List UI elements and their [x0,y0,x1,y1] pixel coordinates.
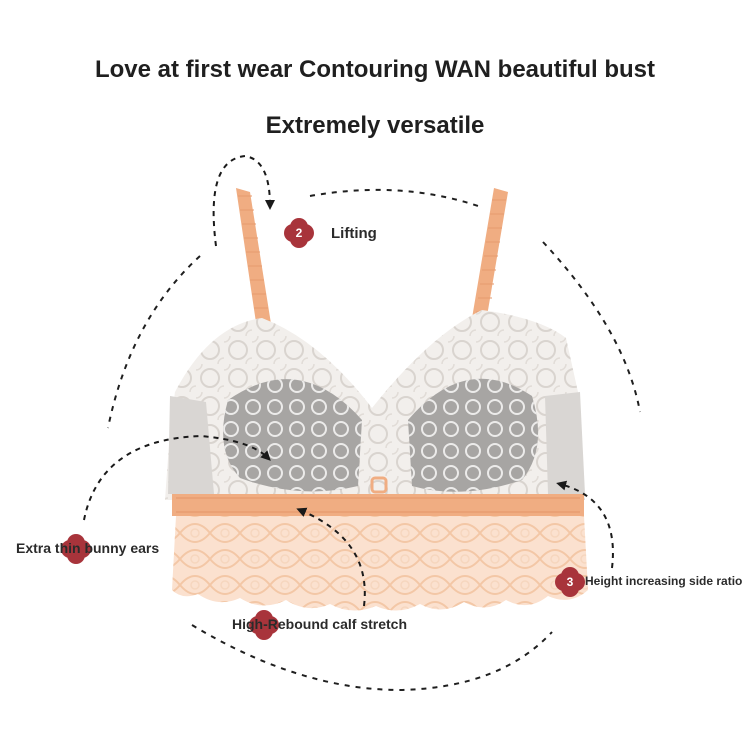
elastic-band [172,494,584,516]
guide-arc-bottom [191,624,553,692]
guide-arc-top [309,188,479,207]
center-clasp [370,476,388,494]
guide-arc-right [542,241,641,413]
badge-number-lifting: 2 [295,226,303,240]
badge-rebound [249,610,279,640]
badge-side-ratio [555,567,585,597]
feature-label-rebound: High-Rebound calf stretch [232,616,408,632]
badge-lifting [284,218,314,248]
straps [236,188,508,336]
subheadline: Extremely versatile [265,112,485,139]
arrow-lifting [212,154,275,247]
guide-arc-left [107,255,201,429]
arrow-side-ratio [556,480,614,569]
feature-label-side-ratio: Height increasing side ratio [585,574,743,588]
badge-number-side-ratio: 3 [566,575,574,589]
feature-label-lifting: Lifting [331,225,377,242]
headline: Love at first wear Contouring WAN beauti… [94,56,655,83]
side-panel-right [545,392,585,494]
arrow-rebound [296,507,366,607]
pointer-arrows [83,154,614,607]
badge-bunny-ears [61,534,91,564]
arrow-bunny-ears [83,434,271,521]
side-panel-left [168,396,214,494]
strap-left [236,188,272,336]
feature-label-bunny-ears: Extra thin bunny ears [16,540,160,556]
bra-product [165,310,588,611]
dashed-guide-circle [107,188,641,692]
